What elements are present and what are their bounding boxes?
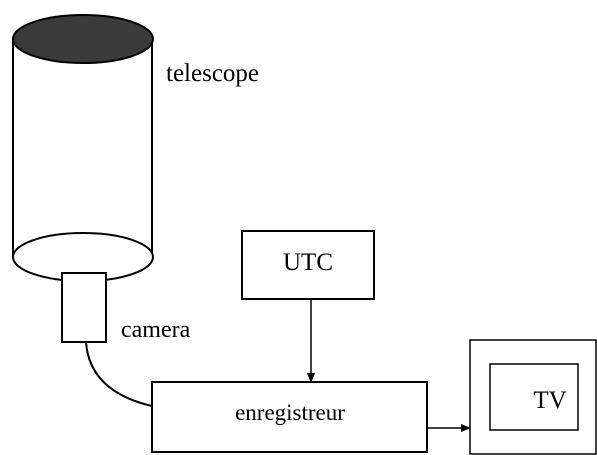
recorder-box [151,381,428,453]
tv-label: TV [533,387,566,414]
recorder-label: enregistreur [235,400,345,425]
camera [61,272,107,343]
utc-box [241,230,375,300]
telescope-label: telescope [166,60,259,87]
telescope [12,14,154,282]
utc-label: UTC [283,249,333,276]
camera-cable [85,341,153,407]
telescope-top-aperture [12,14,154,64]
tv-screen [489,363,579,431]
camera-label: camera [121,317,191,343]
